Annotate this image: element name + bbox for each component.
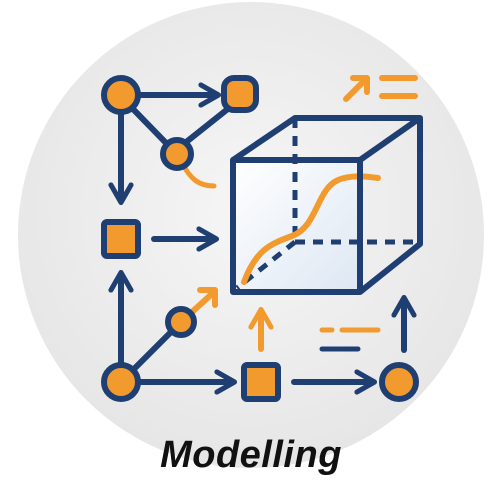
node-icon xyxy=(221,75,259,113)
node-icon xyxy=(101,219,141,259)
caption-title: Modelling xyxy=(160,434,342,476)
node-icon xyxy=(160,137,194,171)
cube-icon xyxy=(230,115,423,295)
arrow-icon xyxy=(343,75,370,102)
arrow-icon xyxy=(189,287,218,315)
graph-network-icon xyxy=(108,82,232,206)
node-icon xyxy=(165,306,197,338)
curve-icon xyxy=(241,173,381,285)
node-icon xyxy=(379,362,419,402)
node-icon xyxy=(101,362,141,402)
graph-network-icon xyxy=(108,269,238,395)
node-icon xyxy=(101,75,141,115)
node-icon xyxy=(241,362,281,402)
